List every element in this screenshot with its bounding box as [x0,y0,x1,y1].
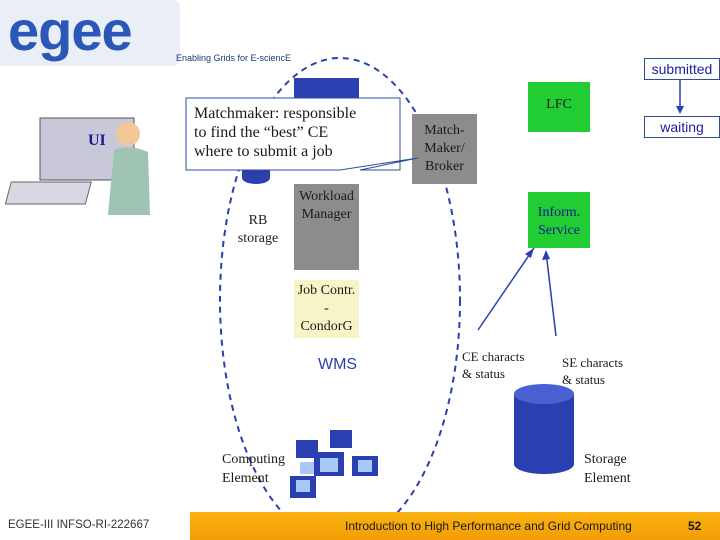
computing-element-label: Computing Element [222,450,285,488]
ce-characts-line-1: CE characts [462,349,525,364]
job-contr-line-1: Job Contr. [297,283,356,298]
matchmaker-line-2: Maker/ [424,141,465,156]
inform-line-1: Inform. [537,205,581,220]
ce-characts-label: CE characts & status [462,348,524,382]
se-characts-line-2: & status [562,372,605,387]
job-contr-line-2: - [324,301,329,316]
inform-service-label: Inform. Service [528,204,590,240]
status-waiting: waiting [644,116,720,138]
job-contr-box [294,280,359,338]
footer-project-id: EGEE-III INFSO-RI-222667 [0,512,190,540]
se-characts-line-1: SE characts [562,355,624,370]
callout-line-1: Matchmaker: responsible [194,105,357,122]
status-submitted: submitted [644,58,720,80]
storage-element-label: Storage Element [584,450,631,488]
wms-label: WMS [318,356,358,373]
inform-service-box [528,192,590,248]
tagline: Enabling Grids for E-sciencE [176,53,292,63]
wms-boundary [219,57,461,540]
matchmaker-callout-text: Matchmaker: responsible to find the “bes… [194,104,356,161]
callout-line-2: to find the “best” CE [194,124,329,141]
callout-line-3: where to submit a job [194,143,333,160]
rb-storage-label: RB storage [228,212,288,248]
job-contr-line-3: CondorG [300,319,353,334]
ce-characts-line-2: & status [462,366,505,381]
se-characts-label: SE characts & status [562,354,623,388]
workload-line-1: Workload [299,189,354,204]
footer-page-number: 52 [688,519,702,533]
workload-line-2: Manager [301,207,352,222]
ui-workstation-icon [4,117,150,215]
se-to-inform-arrow [545,251,557,337]
footer-title: Introduction to High Performance and Gri… [345,519,632,533]
ui-label: UI [88,132,106,149]
computing-element-cluster [290,430,378,498]
matchmaker-line-3: Broker [425,159,464,174]
matchmaker-callout [185,97,419,171]
rb-storage-line-1: RB [248,213,268,228]
inform-line-2: Service [538,223,580,238]
footer-bar [190,512,720,540]
matchmaker-label: Match- Maker/ Broker [412,122,477,176]
lfc-box [528,82,590,132]
workload-manager-label: Workload Manager [294,188,359,224]
matchmaker-box [412,114,477,184]
ce-to-inform-arrow [477,247,535,331]
computing-element-line-1: Computing [222,452,286,467]
storage-element-line-2: Element [584,471,631,486]
egee-logo: egee [0,0,180,66]
workload-manager-box [294,184,359,270]
lfc-label: LFC [546,97,572,112]
storage-element-cylinder [514,384,574,474]
computing-element-line-2: Element [222,471,269,486]
job-contr-label: Job Contr. - CondorG [294,282,359,336]
rb-storage-line-2: storage [237,231,279,246]
matchmaker-line-1: Match- [424,123,465,138]
logo-text: egee [8,0,132,62]
storage-element-line-1: Storage [584,452,627,467]
